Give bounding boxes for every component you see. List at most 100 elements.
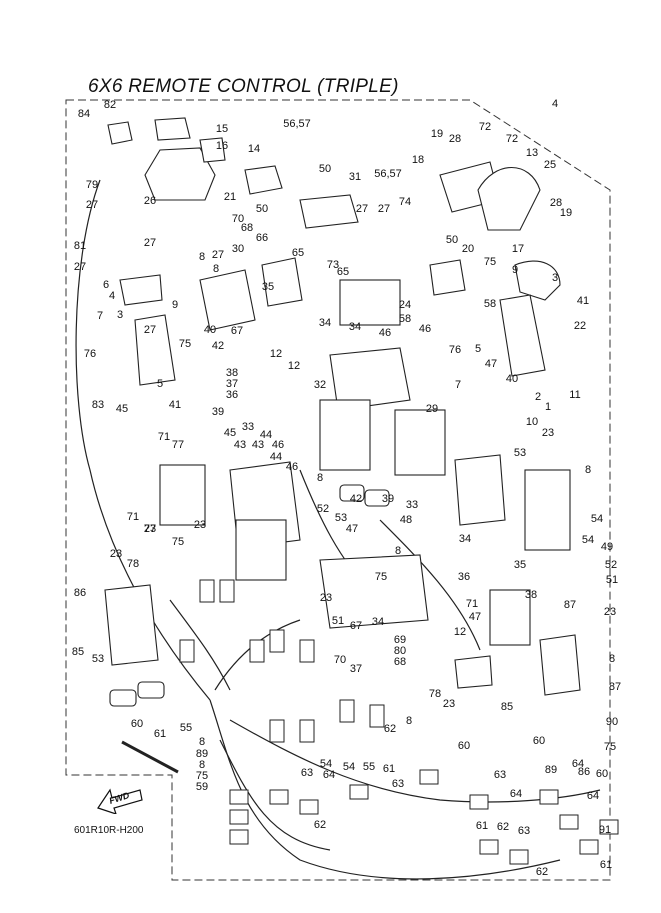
callout-label: 27 bbox=[86, 199, 98, 211]
callout-label: 84 bbox=[78, 108, 90, 120]
callout-label: 79 bbox=[86, 179, 98, 191]
center-bracket-assembly bbox=[159, 194, 446, 629]
callout-label: 23 bbox=[604, 606, 616, 618]
callout-label: 19 bbox=[431, 128, 443, 140]
callout-label: 76 bbox=[449, 344, 461, 356]
callout-label: 65 bbox=[337, 266, 349, 278]
callout-label: 74 bbox=[399, 196, 411, 208]
callout-label: 8 bbox=[199, 251, 205, 263]
callout-label: 36 bbox=[458, 571, 470, 583]
callout-label: 77 bbox=[172, 439, 184, 451]
callout-label: 72 bbox=[506, 133, 518, 145]
callout-label: 55 bbox=[180, 722, 192, 734]
callout-label: 38 bbox=[525, 589, 537, 601]
callout-label: 7 bbox=[455, 379, 461, 391]
callout-label: 2 bbox=[535, 391, 541, 403]
callout-label: 87 bbox=[564, 599, 576, 611]
callout-label: 64 bbox=[587, 790, 599, 802]
figure-code: 601R10R-H200 bbox=[74, 825, 144, 836]
callout-label: 63 bbox=[518, 825, 530, 837]
callout-label: 23 bbox=[320, 592, 332, 604]
callout-label: 42 bbox=[212, 340, 224, 352]
callout-label: 46 bbox=[419, 323, 431, 335]
callout-label: 91 bbox=[599, 824, 611, 836]
callout-label: 75 bbox=[604, 741, 616, 753]
callout-label: 27 bbox=[144, 324, 156, 336]
callout-label: 8 bbox=[395, 545, 401, 557]
callout-label: 62 bbox=[536, 866, 548, 878]
callout-label: 35 bbox=[514, 559, 526, 571]
callout-label: 28 bbox=[449, 133, 461, 145]
callout-label: 83 bbox=[92, 399, 104, 411]
callout-label: 8 bbox=[199, 736, 205, 748]
callout-label: 8 bbox=[406, 715, 412, 727]
callout-label: 5 bbox=[475, 343, 481, 355]
callout-label: 60 bbox=[131, 718, 143, 730]
callout-label: 53 bbox=[335, 512, 347, 524]
callout-label: 12 bbox=[454, 626, 466, 638]
callout-label: 75 bbox=[484, 256, 496, 268]
callout-label: 21 bbox=[224, 191, 236, 203]
callout-label: 23 bbox=[194, 519, 206, 531]
callout-label: 82 bbox=[104, 99, 116, 111]
callout-label: 54 bbox=[591, 513, 603, 525]
callout-label: 78 bbox=[127, 558, 139, 570]
callout-label: 56,57 bbox=[283, 118, 311, 130]
callout-label: 50 bbox=[446, 234, 458, 246]
callout-label: 40 bbox=[204, 324, 216, 336]
callout-label: 75 bbox=[375, 571, 387, 583]
callout-label: 48 bbox=[400, 514, 412, 526]
callout-label: 78 bbox=[429, 688, 441, 700]
diagram-title: 6X6 REMOTE CONTROL (TRIPLE) bbox=[88, 76, 399, 97]
callout-label: 23 bbox=[144, 523, 156, 535]
callout-label: 68 bbox=[241, 222, 253, 234]
callout-label: 35 bbox=[262, 281, 274, 293]
callout-label: 68 bbox=[394, 656, 406, 668]
callout-label: 52 bbox=[317, 503, 329, 515]
callout-label: 46 bbox=[379, 327, 391, 339]
callout-label: 27 bbox=[356, 203, 368, 215]
callout-label: 87 bbox=[609, 681, 621, 693]
callout-label: 54 bbox=[320, 758, 332, 770]
callout-label: 22 bbox=[574, 320, 586, 332]
callout-label: 90 bbox=[606, 716, 618, 728]
callout-label: 85 bbox=[72, 646, 84, 658]
callout-label: 38 bbox=[226, 367, 238, 379]
callout-label: 32 bbox=[314, 379, 326, 391]
callout-label: 1 bbox=[545, 401, 551, 413]
callout-label: 62 bbox=[314, 819, 326, 831]
callout-label: 71 bbox=[158, 431, 170, 443]
callout-label: 47 bbox=[469, 611, 481, 623]
right-cover-assembly bbox=[429, 161, 581, 696]
callout-label: 73 bbox=[327, 259, 339, 271]
callout-label: 37 bbox=[226, 378, 238, 390]
callout-label: 6 bbox=[103, 279, 109, 291]
callout-label: 23 bbox=[542, 427, 554, 439]
callout-label: 71 bbox=[127, 511, 139, 523]
callout-label: 23 bbox=[110, 548, 122, 560]
callout-label: 13 bbox=[526, 147, 538, 159]
assembly-boundary bbox=[65, 99, 611, 881]
callout-label: 67 bbox=[231, 325, 243, 337]
callout-label: 51 bbox=[606, 574, 618, 586]
callout-label: 40 bbox=[506, 373, 518, 385]
callout-label: 65 bbox=[292, 247, 304, 259]
callout-label: 75 bbox=[196, 770, 208, 782]
callout-label: 34 bbox=[319, 317, 331, 329]
callout-label: 86 bbox=[578, 766, 590, 778]
callout-label: 64 bbox=[323, 769, 335, 781]
callout-label: 50 bbox=[319, 163, 331, 175]
callout-label: 75 bbox=[179, 338, 191, 350]
callout-label: 42 bbox=[350, 493, 362, 505]
callout-label: 75 bbox=[172, 536, 184, 548]
callout-label: 69 bbox=[394, 634, 406, 646]
callout-label: 85 bbox=[501, 701, 513, 713]
callout-label: 14 bbox=[248, 143, 260, 155]
callout-label: 89 bbox=[545, 764, 557, 776]
fwd-arrow-icon bbox=[97, 788, 143, 814]
callout-label: 63 bbox=[301, 767, 313, 779]
callout-label: 53 bbox=[92, 653, 104, 665]
callout-label: 70 bbox=[334, 654, 346, 666]
callout-label: 63 bbox=[392, 778, 404, 790]
